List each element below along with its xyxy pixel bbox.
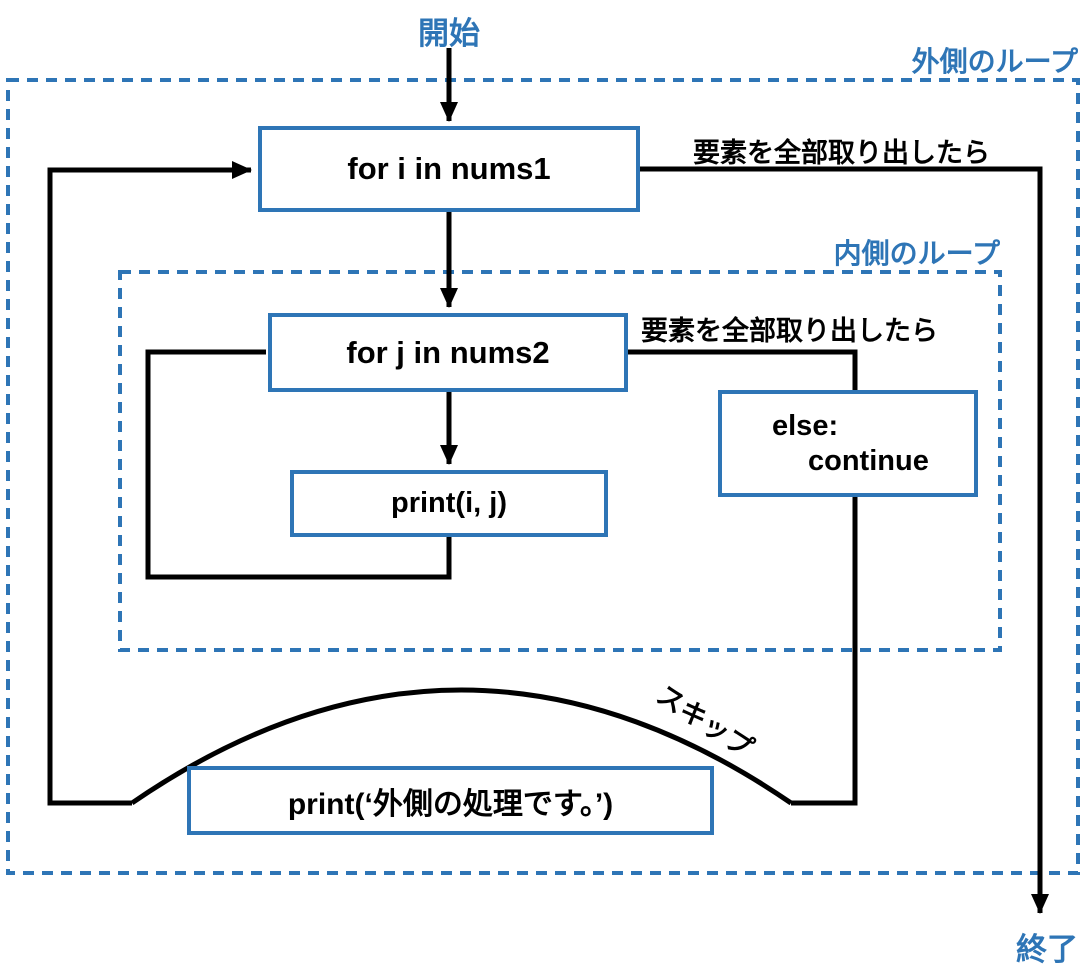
start-label: 開始 <box>418 16 480 51</box>
inner-exit-connector <box>628 349 858 390</box>
outer-loop-boundary <box>6 78 1080 875</box>
print-outer-label: print(‘外側の処理です。’) <box>287 787 614 821</box>
else-continue-box: else: continue <box>718 390 978 497</box>
for-outer-box: for i in nums1 <box>258 126 640 212</box>
skip-arc <box>130 687 793 806</box>
outer-loop-title: 外側のループ <box>911 46 1078 77</box>
print-inner-label: print(i, j) <box>391 487 507 519</box>
inner-loop-title: 内側のループ <box>833 238 1000 269</box>
inner-loopback-connector <box>145 349 452 580</box>
inner-exit-condition-label: 要素を全部取り出したら <box>641 316 938 346</box>
outer-exit-condition-label: 要素を全部取り出したら <box>693 138 990 168</box>
outer-exit-connector <box>640 166 1049 914</box>
end-label: 終了 <box>1016 932 1078 967</box>
outer-loopback-connector <box>47 161 252 806</box>
print-inner-box: print(i, j) <box>290 470 608 537</box>
else-down-connector <box>791 497 858 806</box>
else-label: else: <box>772 409 839 442</box>
continue-label: continue <box>808 444 929 477</box>
for-inner-box: for j in nums2 <box>268 313 628 392</box>
for-inner-label: for j in nums2 <box>346 334 550 370</box>
print-outer-box: print(‘外側の処理です。’) <box>187 766 714 835</box>
for-outer-label: for i in nums1 <box>347 151 551 186</box>
inner-loop-boundary <box>118 270 1002 652</box>
